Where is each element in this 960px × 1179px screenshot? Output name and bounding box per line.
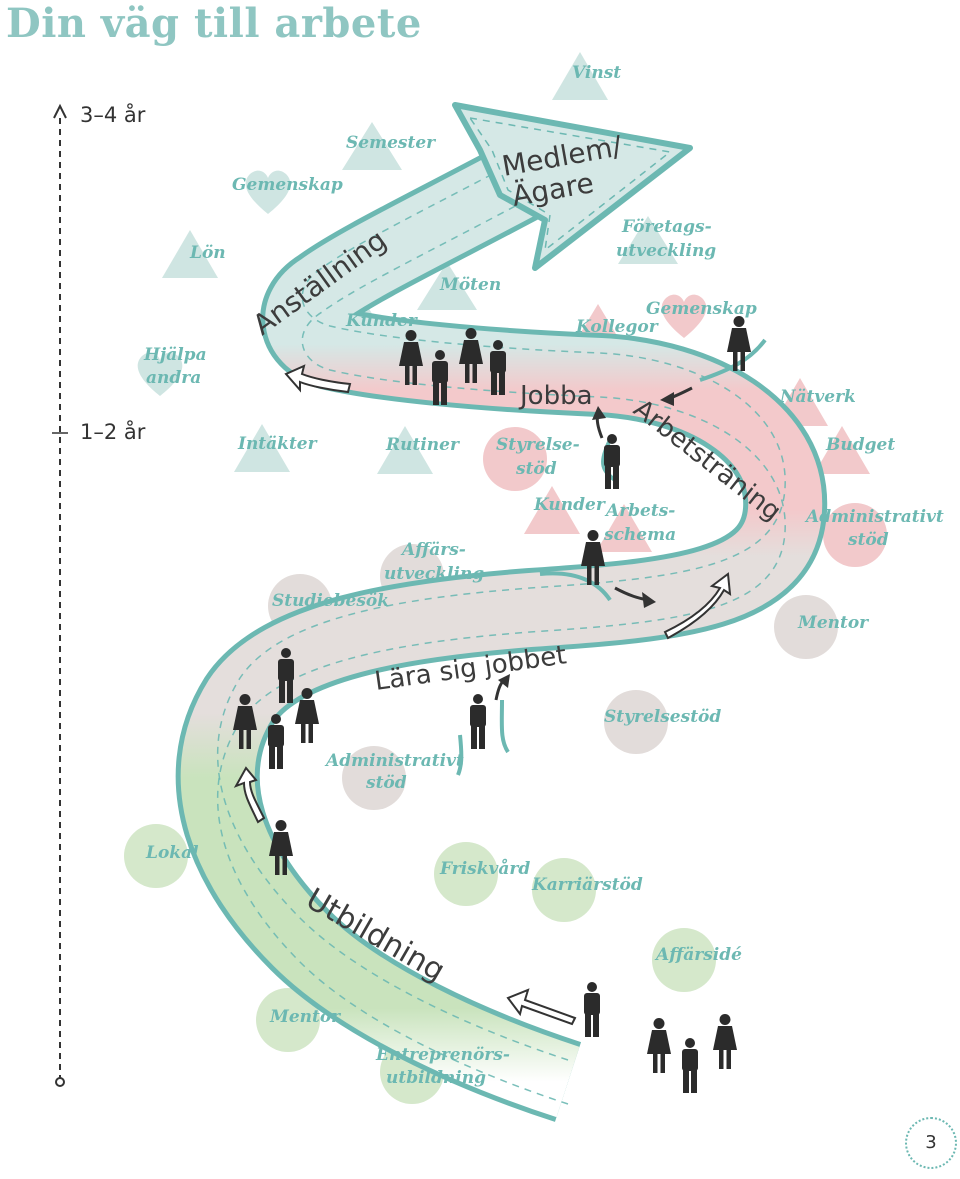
triangle-markers <box>162 52 870 552</box>
person-icon <box>584 982 600 1037</box>
label-gemenskap-top: Gemenskap <box>232 175 343 195</box>
timeline-axis <box>52 103 68 1087</box>
label-entre-1: Entreprenörs- <box>375 1045 510 1065</box>
label-semester: Semester <box>346 133 436 153</box>
label-mentor-bottom: Mentor <box>269 1007 341 1027</box>
direction-arrows <box>233 364 732 1026</box>
page-title: Din väg till arbete <box>6 0 422 47</box>
person-icon <box>604 434 620 489</box>
label-hjalpa-andra-2: andra <box>146 368 201 388</box>
label-gemenskap-right: Gemenskap <box>646 299 757 319</box>
person-icon <box>713 1014 737 1069</box>
label-friskvard: Friskvård <box>439 858 530 879</box>
label-admin-right-1: Administrativt <box>804 507 944 527</box>
person-icon <box>470 694 486 749</box>
label-intakter: Intäkter <box>237 434 318 454</box>
label-admin-left-2: stöd <box>365 773 407 793</box>
support-labels: Vinst Semester Gemenskap Lön Hjälpa andr… <box>143 63 944 1088</box>
label-karriarstod: Karriärstöd <box>531 875 643 895</box>
page-number: 3 <box>905 1117 957 1169</box>
label-moten: Möten <box>439 275 501 295</box>
label-vinst: Vinst <box>572 63 621 83</box>
label-affars-1: Affärs- <box>400 540 466 560</box>
label-kollegor: Kollegor <box>575 317 659 337</box>
label-admin-left-1: Administrativt <box>324 751 464 771</box>
label-lokal: Lokal <box>145 843 199 863</box>
label-natverk: Nätverk <box>779 387 856 407</box>
label-mentor-right: Mentor <box>797 613 869 633</box>
label-arbets-1: Arbets- <box>604 501 675 521</box>
label-kunder-mid: Kunder <box>533 495 606 515</box>
timeline-mid-label: 1–2 år <box>80 420 146 444</box>
label-rutiner: Rutiner <box>385 435 460 455</box>
stage-jobba: Jobba <box>518 381 593 411</box>
label-affars-2: utveckling <box>384 564 484 584</box>
label-affaraside: Affärsidé <box>654 945 742 965</box>
label-styrelse-1: Styrelse- <box>496 435 580 455</box>
label-styrelsestod: Styrelsestöd <box>604 707 721 727</box>
label-admin-right-2: stöd <box>847 530 889 550</box>
label-arbets-2: schema <box>603 525 676 545</box>
person-icon <box>682 1038 698 1093</box>
label-budget: Budget <box>825 435 895 455</box>
label-styrelse-2: stöd <box>515 459 557 479</box>
circle-markers <box>124 427 887 1104</box>
timeline-top-label: 3–4 år <box>80 103 146 127</box>
heart-markers <box>137 170 707 396</box>
label-kunder-top: Kunder <box>345 311 418 331</box>
label-entre-2: utbildning <box>386 1068 486 1088</box>
person-icon <box>647 1018 671 1073</box>
label-studiebesok: Studiebesök <box>272 591 389 611</box>
career-road <box>175 102 828 1122</box>
label-hjalpa-andra-1: Hjälpa <box>143 345 207 365</box>
label-lon: Lön <box>189 243 226 263</box>
label-foretags-1: Företags- <box>621 217 712 237</box>
label-foretags-2: utveckling <box>616 241 716 261</box>
